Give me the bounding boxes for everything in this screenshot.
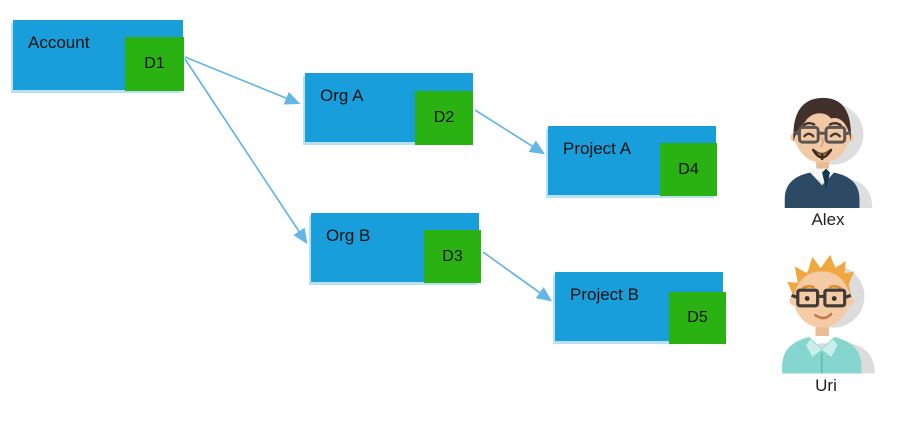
badge-d5: D5 [669,292,726,344]
alex-avatar-icon [784,97,873,208]
node-org-b-label: Org B [326,226,371,245]
user-name-uri: Uri [815,376,837,395]
edge-d1-to-org-a [184,56,301,105]
user-name-alex: Alex [811,210,845,229]
badge-d3: D3 [424,230,481,283]
node-org-a-label: Org A [320,86,364,105]
uri-avatar-icon [782,254,875,374]
node-account-label: Account [28,33,90,52]
edge-d3-to-project-b [482,251,553,302]
edge-d2-to-project-a [474,109,546,155]
badge-d4: D4 [660,143,717,196]
node-project-a-label: Project A [563,139,632,158]
badge-d2: D2 [415,91,473,145]
badge-d1: D1 [125,37,184,91]
edge-d1-to-org-b [184,58,308,245]
node-project-b-label: Project B [570,285,639,304]
